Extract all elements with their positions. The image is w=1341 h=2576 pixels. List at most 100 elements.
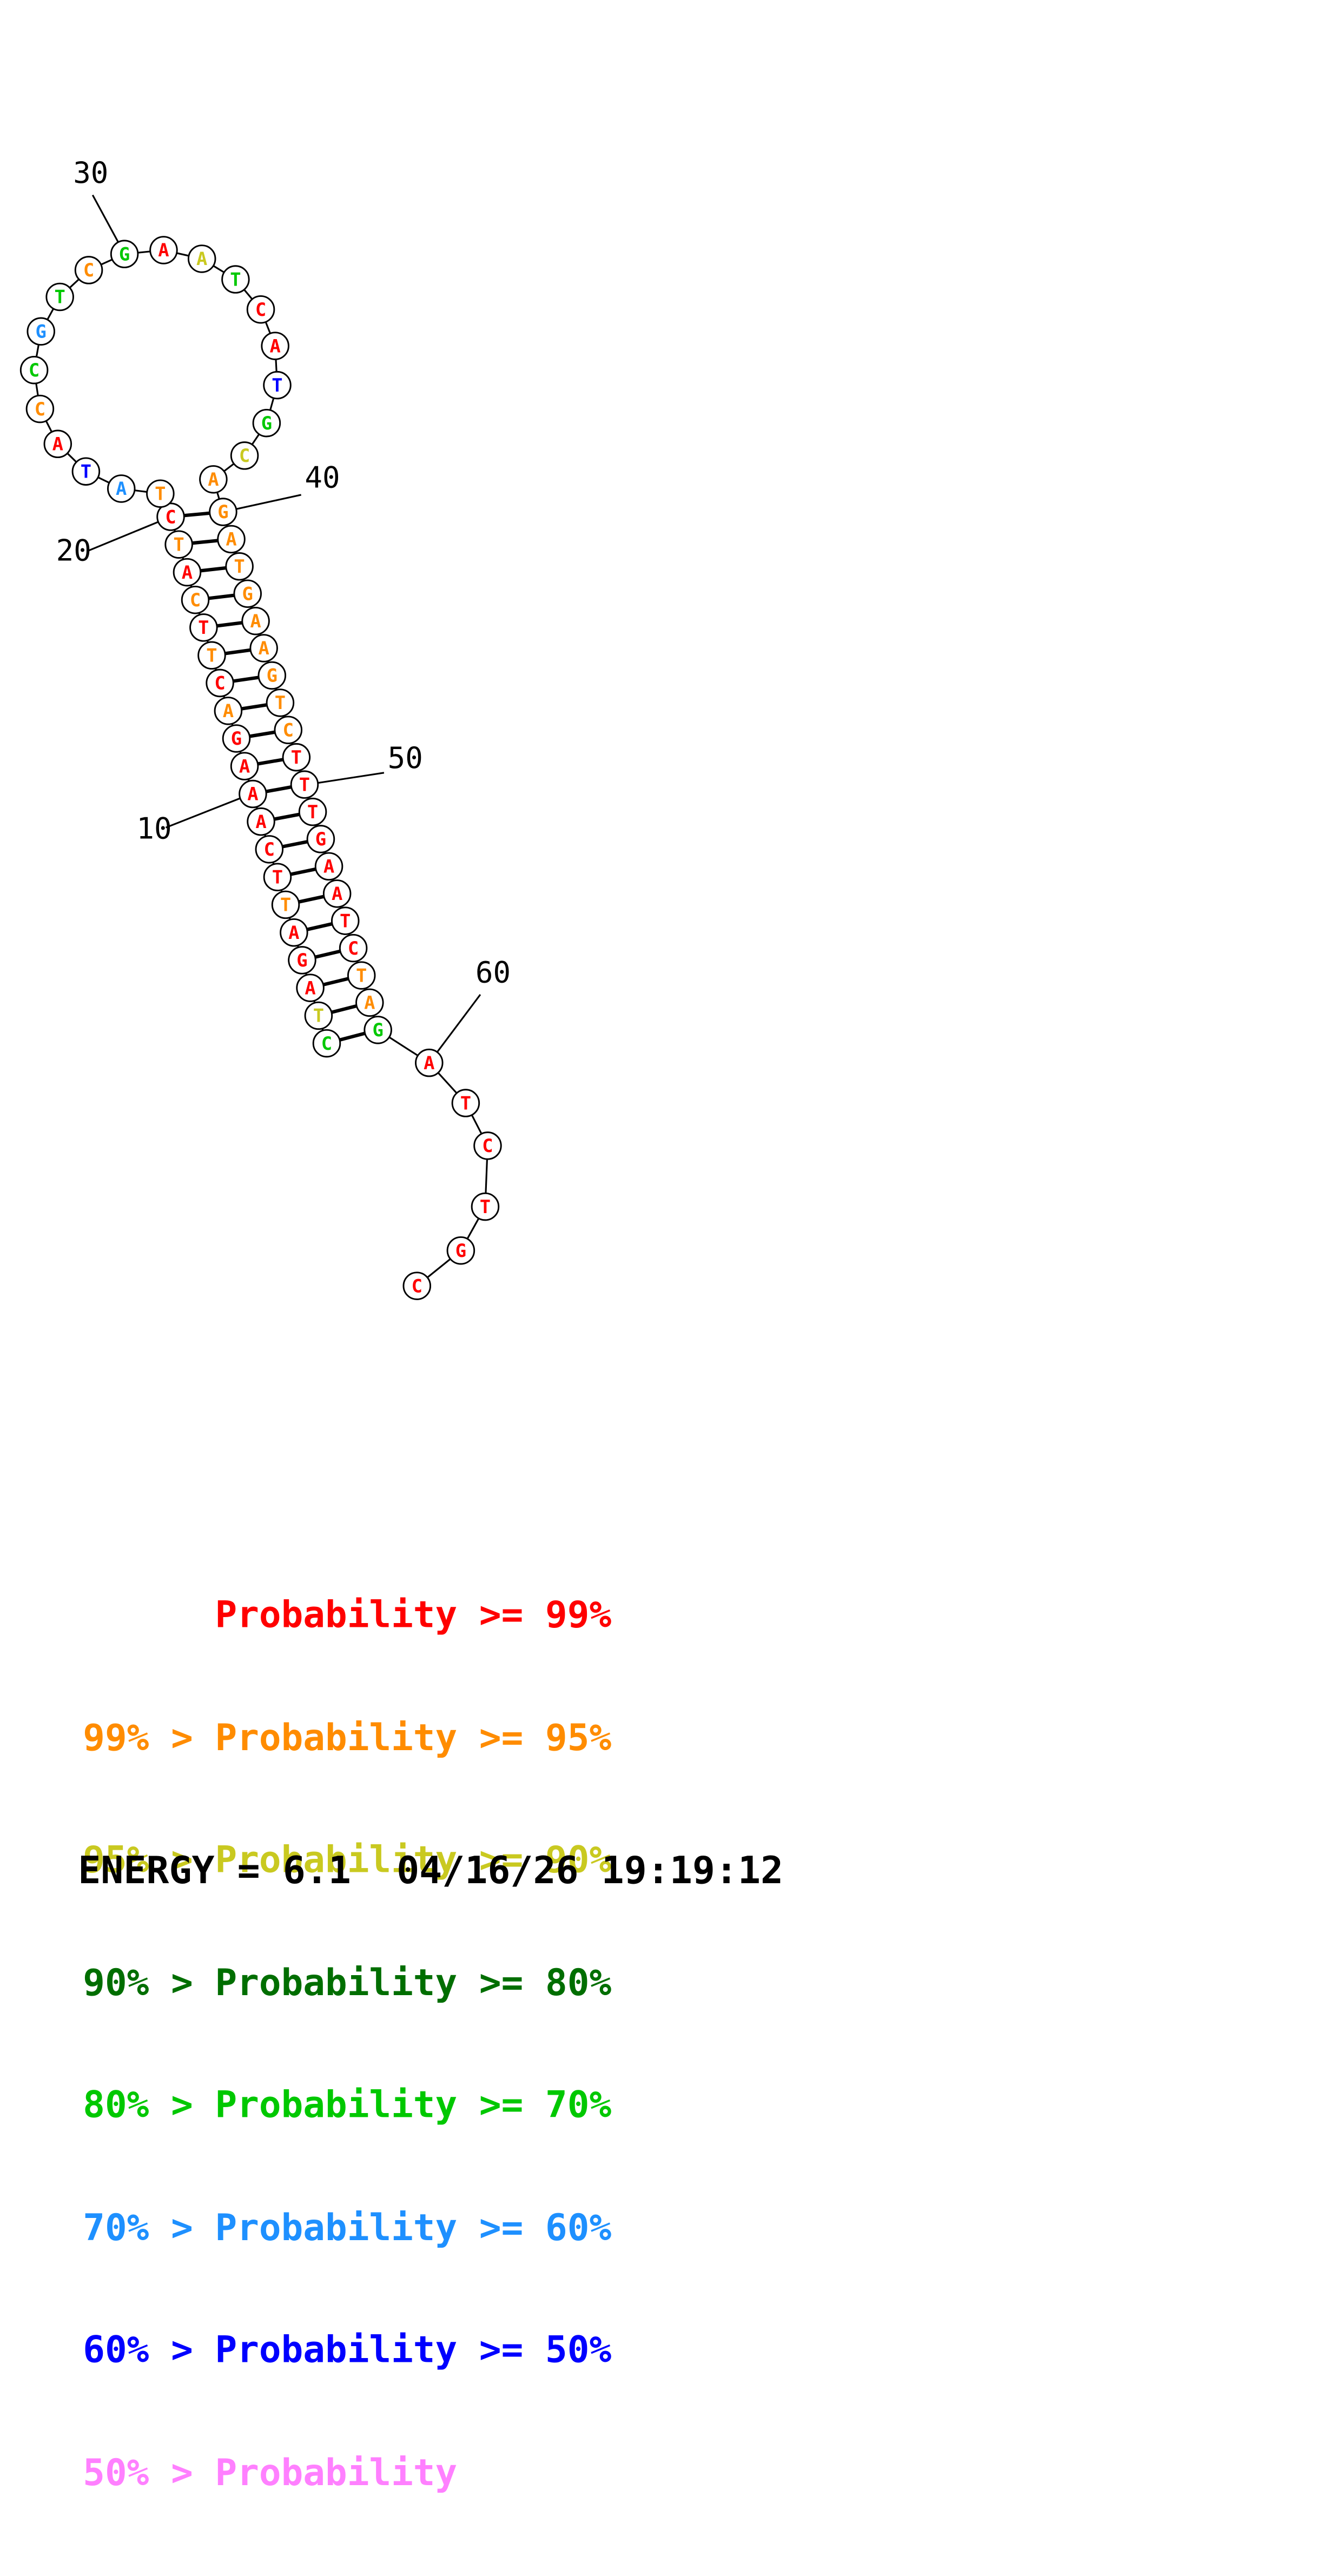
position-label: 50 (388, 741, 423, 775)
nucleotide-base: T (54, 287, 65, 308)
nucleotide-circle (241, 606, 270, 635)
nucleotide-base: A (208, 469, 219, 490)
nucleotide-base: T (480, 1196, 491, 1217)
nucleotide-circle (173, 558, 202, 587)
nucleotide-circle (364, 1016, 392, 1044)
nucleotide-base: G (267, 665, 278, 686)
nucleotide-base: A (250, 611, 261, 632)
legend-item: 60% > Probability >= 50% (83, 2329, 612, 2372)
nucleotide-base: T (230, 269, 241, 290)
probability-legend: Probability >= 99% 99% > Probability >= … (83, 1514, 611, 2575)
nucleotide-base: C (239, 445, 250, 466)
nucleotide-base: A (323, 856, 334, 877)
nucleotide-base: C (83, 260, 94, 281)
nucleotide-base: A (52, 433, 63, 454)
nucleotide-circle (27, 317, 55, 346)
nucleotide-circle (222, 724, 251, 753)
position-label-line (87, 516, 171, 552)
nucleotide-base: C (165, 506, 176, 527)
nucleotide-circle (221, 265, 250, 294)
nucleotide-circle (156, 502, 185, 531)
nucleotide-circle (271, 890, 300, 919)
nucleotide-circle (471, 1192, 500, 1221)
position-label: 40 (305, 460, 340, 494)
nucleotide-base: T (272, 375, 282, 396)
nucleotide-circle (261, 332, 289, 360)
nucleotide-circle (314, 852, 343, 881)
nucleotide-base: G (261, 413, 272, 434)
nucleotide-base: C (214, 673, 225, 694)
legend-item: 80% > Probability >= 70% (83, 2084, 612, 2127)
nucleotide-base: C (35, 399, 45, 420)
nucleotide-base: G (242, 583, 253, 604)
legend-item: 50% > Probability (83, 2452, 458, 2495)
nucleotide-base: A (196, 248, 207, 269)
nucleotide-circle (214, 697, 243, 725)
nucleotide-circle (263, 863, 292, 891)
legend-item: Probability >= 99% (83, 1594, 612, 1637)
nucleotide-circle (290, 770, 319, 799)
legend-item: 95% > Probability >= 90% (83, 1839, 612, 1882)
nucleotide-circle (298, 797, 327, 826)
nucleotide-base: A (247, 784, 258, 805)
nucleotide-circle (209, 498, 237, 526)
nucleotide-base: A (288, 922, 299, 943)
nucleotide-circle (149, 236, 178, 264)
nucleotide-circle (71, 457, 101, 486)
nucleotide-base: G (119, 243, 130, 264)
nucleotide-base: C (255, 299, 266, 320)
legend-item: 70% > Probability >= 60% (83, 2207, 612, 2250)
nucleotide-circle (164, 530, 193, 559)
nucleotide-circle (230, 752, 259, 780)
nucleotide-circle (451, 1089, 480, 1117)
nucleotide-base: A (226, 529, 236, 550)
nucleotide-circle (280, 918, 308, 947)
nucleotide-circle (197, 641, 226, 670)
nucleotide-base: G (36, 321, 47, 342)
nucleotide-base: T (280, 895, 291, 916)
nucleotide-circle (239, 779, 267, 809)
nucleotide-base: A (332, 883, 342, 904)
nucleotide-base: G (455, 1240, 466, 1261)
nucleotide-base: C (190, 590, 201, 611)
nucleotide-circle (288, 946, 316, 975)
nucleotide-circle (233, 579, 262, 608)
nucleotide-base: A (424, 1052, 434, 1074)
nucleotide-circle (252, 408, 281, 438)
nucleotide-circle (45, 282, 74, 312)
nucleotide-base: A (255, 811, 266, 832)
nucleotide-circle (199, 465, 228, 494)
nucleotide-base: T (340, 910, 351, 931)
nucleotide-circle (246, 295, 275, 324)
nucleotide-base: T (173, 534, 184, 555)
nucleotide-base: T (206, 645, 217, 666)
nucleotide-circle (282, 743, 311, 772)
nucleotide-base: G (217, 501, 228, 522)
nucleotide-circle (187, 244, 216, 273)
position-label: 60 (475, 955, 511, 989)
nucleotide-circle (415, 1048, 444, 1077)
nucleotide-circle (339, 933, 368, 963)
nucleotide-circle (347, 961, 376, 990)
nucleotide-base: A (158, 240, 169, 261)
nucleotide-circle (247, 807, 275, 836)
nucleotide-base: T (460, 1092, 471, 1114)
nucleotide-base: A (223, 700, 234, 721)
nucleotide-circle (107, 474, 136, 503)
nucleotide-base: T (81, 461, 91, 482)
nucleotide-base: T (155, 483, 166, 504)
position-label: 30 (73, 156, 108, 190)
nucleotide-base: A (116, 478, 127, 499)
nucleotide-circle (402, 1272, 431, 1300)
nucleotide-circle (189, 613, 218, 642)
nucleotide-base: A (305, 977, 315, 998)
nucleotide-circle (181, 585, 210, 614)
nucleotide-base: T (291, 747, 302, 768)
nucleotide-circle (446, 1236, 475, 1265)
nucleotide-circle (19, 355, 49, 385)
nucleotide-base: T (275, 692, 286, 713)
nucleotide-circle (322, 879, 352, 908)
nucleotide-circle (263, 370, 292, 400)
